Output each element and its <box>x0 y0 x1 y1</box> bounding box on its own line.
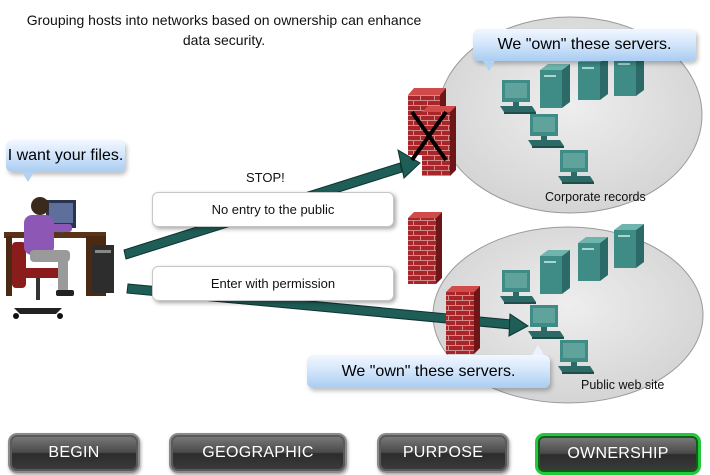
bubble-tail <box>532 345 544 355</box>
corporate-records-label: Corporate records <box>545 190 646 204</box>
permission-label: Enter with permission <box>152 266 394 301</box>
corporate-firewall <box>408 88 456 176</box>
geographic-button[interactable]: GEOGRAPHIC <box>169 433 347 473</box>
public-firewall <box>408 212 480 354</box>
bubble-tail <box>22 172 34 182</box>
ownership-button[interactable]: OWNERSHIP <box>535 433 701 475</box>
user-speech-text: I want your files. <box>7 147 124 164</box>
public-web-site-label: Public web site <box>581 378 665 392</box>
public-servers-bubble: We "own" these servers. <box>307 345 550 388</box>
corporate-servers-bubble: We "own" these servers. <box>473 29 696 71</box>
stop-text: STOP! <box>246 170 285 185</box>
public-servers-bubble-text: We "own" these servers. <box>341 363 516 380</box>
caption-text: Grouping hosts into networks based on ow… <box>26 12 422 48</box>
user-speech-bubble: I want your files. <box>6 140 125 182</box>
corporate-servers-bubble-text: We "own" these servers. <box>497 36 672 53</box>
purpose-button[interactable]: PURPOSE <box>377 433 509 473</box>
begin-button[interactable]: BEGIN <box>8 433 140 473</box>
bubble-tail <box>483 61 495 71</box>
no-entry-label: No entry to the public <box>152 192 394 227</box>
user-at-computer <box>4 197 114 319</box>
